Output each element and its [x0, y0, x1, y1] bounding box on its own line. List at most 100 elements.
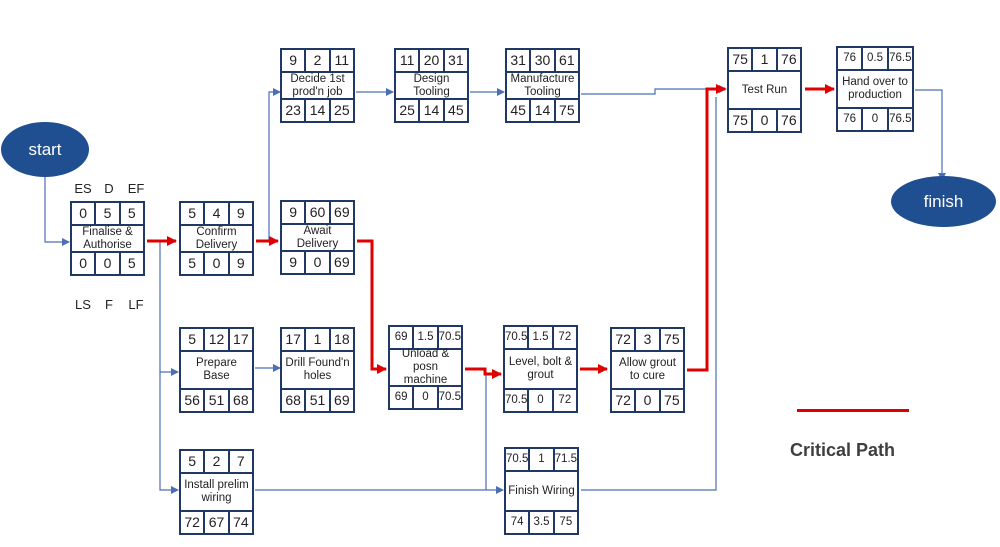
await-d: 60	[304, 202, 328, 223]
decide-es: 9	[289, 52, 298, 68]
unload-name: Unload & posn machine	[401, 348, 450, 386]
legend-critical-label: Critical Path	[790, 440, 896, 460]
level-name: Level, bolt & grout	[508, 356, 573, 381]
unload-lf: 70.5	[436, 387, 461, 408]
testrun-ef: 76	[775, 49, 800, 70]
finalise-lf: 5	[118, 253, 143, 274]
decide-d: 2	[304, 50, 328, 71]
design-ef: 31	[442, 50, 467, 71]
decide-ls: 23	[285, 102, 301, 118]
await-f: 0	[304, 252, 328, 273]
link-handover-finish	[915, 89, 946, 181]
manufacture-f: 14	[529, 100, 553, 121]
confirm-f: 0	[203, 253, 227, 274]
key-d: D	[104, 181, 114, 196]
link-finalise-prepare	[159, 240, 179, 376]
unload-f: 0	[412, 387, 436, 408]
allow-ef: 75	[658, 329, 683, 350]
manufacture-ef: 61	[553, 50, 578, 71]
prepare-es: 5	[188, 331, 197, 347]
confirm-d: 4	[203, 203, 227, 224]
handover-d: 0.5	[861, 48, 886, 69]
link-start-finalise	[44, 175, 70, 246]
critical-await-unload	[357, 239, 387, 374]
design-es: 11	[399, 52, 415, 68]
await-ef: 69	[328, 202, 353, 223]
manufacture-d: 30	[529, 50, 553, 71]
allow-lf: 75	[658, 390, 683, 411]
decide-f: 14	[304, 100, 328, 121]
testrun-name: Test Run	[741, 83, 788, 96]
confirm-ef: 9	[227, 203, 252, 224]
drill-ls: 68	[285, 392, 301, 408]
install-es: 5	[188, 453, 197, 469]
design-d: 20	[418, 50, 442, 71]
prepare-d: 12	[203, 329, 227, 350]
prepare-f: 51	[203, 390, 227, 411]
handover-ef: 76.5	[886, 48, 912, 69]
install-ef: 7	[227, 451, 252, 472]
drill-f: 51	[304, 390, 328, 411]
link-manufacture-testrun	[581, 85, 727, 95]
manufacture-es: 31	[510, 52, 526, 68]
link-finalise-install	[159, 372, 179, 494]
confirm-lf: 9	[227, 253, 252, 274]
design-f: 14	[418, 100, 442, 121]
critical-unload-level	[465, 367, 502, 379]
level-es: 70.5	[505, 331, 528, 343]
design-lf: 45	[442, 100, 467, 121]
allow-f: 0	[634, 390, 658, 411]
handover-lf: 76.5	[886, 109, 912, 130]
handover-es: 76	[843, 52, 857, 64]
handover-ls: 76	[843, 113, 857, 125]
testrun-ls: 75	[732, 112, 748, 128]
await-lf: 69	[328, 252, 353, 273]
finalise-name: Finalise & Authorise	[82, 225, 133, 251]
manufacture-name: Manufacture Tooling	[510, 72, 575, 98]
drill-ef: 18	[328, 329, 353, 350]
install-name: Install prelim wiring	[184, 479, 249, 504]
handover-name: Hand over to production	[842, 76, 908, 101]
key-ls: LS	[75, 297, 91, 312]
finish-wiring-d: 1	[528, 449, 552, 470]
finalise-ls: 0	[79, 255, 88, 271]
confirm-ls: 5	[188, 255, 197, 271]
install-d: 2	[203, 451, 227, 472]
await-ls: 9	[289, 254, 298, 270]
install-f: 67	[203, 512, 227, 533]
await-es: 9	[289, 204, 298, 220]
finish-wiring-es: 70.5	[506, 453, 529, 465]
unload-ef: 70.5	[436, 327, 461, 348]
drill-d: 1	[304, 329, 328, 350]
link-finishwiring-testrun	[581, 97, 717, 491]
allow-es: 72	[615, 331, 631, 347]
key-f: F	[105, 297, 113, 312]
drill-lf: 69	[328, 390, 353, 411]
key-lf: LF	[128, 297, 144, 312]
allow-d: 3	[634, 329, 658, 350]
finish-wiring-f: 3.5	[528, 512, 552, 533]
level-f: 0	[527, 390, 551, 411]
drill-name: Drill Found'n holes	[285, 357, 350, 382]
critical-allow-testrun	[687, 84, 726, 372]
level-lf: 72	[551, 390, 576, 411]
legend-critical-line	[797, 409, 909, 412]
allow-ls: 72	[615, 392, 631, 408]
prepare-name: Prepare Base	[196, 357, 237, 382]
allow-name: Allow grout to cure	[619, 357, 676, 382]
unload-d: 1.5	[412, 327, 436, 348]
prepare-ls: 56	[184, 392, 200, 408]
design-ls: 25	[399, 102, 415, 118]
finalise-es: 0	[79, 205, 88, 221]
level-ef: 72	[551, 327, 576, 348]
